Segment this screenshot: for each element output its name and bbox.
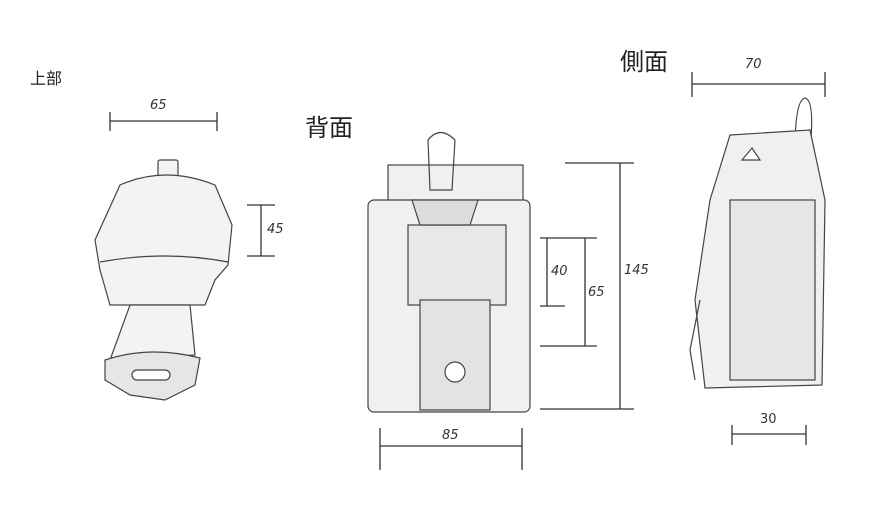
- side-top-label: 70: [745, 57, 762, 72]
- back-height-label: 145: [624, 263, 649, 278]
- top-height-label: 45: [267, 222, 284, 237]
- back-width-label: 85: [442, 428, 459, 443]
- top-width-label: 65: [150, 98, 167, 113]
- side-bottom-dimension: [731, 425, 807, 445]
- top-height-dimension: [247, 204, 275, 257]
- back-flap-label: 65: [588, 285, 605, 300]
- back-view-sketch: [367, 131, 531, 413]
- side-view-sketch: [689, 97, 826, 389]
- top-view-title: 上部: [30, 69, 63, 88]
- back-height-dimension: [540, 162, 634, 410]
- back-flap-dimension: [540, 237, 597, 347]
- top-width-dimension: [109, 112, 218, 131]
- side-view-title: 側面: [620, 48, 668, 76]
- back-inner-label: 40: [551, 264, 568, 279]
- back-view-title: 背面: [305, 114, 353, 142]
- back-inner-dimension: [540, 238, 565, 307]
- back-width-dimension: [379, 428, 523, 470]
- top-view-sketch: [94, 159, 233, 401]
- side-top-dimension: [691, 72, 826, 97]
- side-bottom-label: 30: [760, 412, 777, 427]
